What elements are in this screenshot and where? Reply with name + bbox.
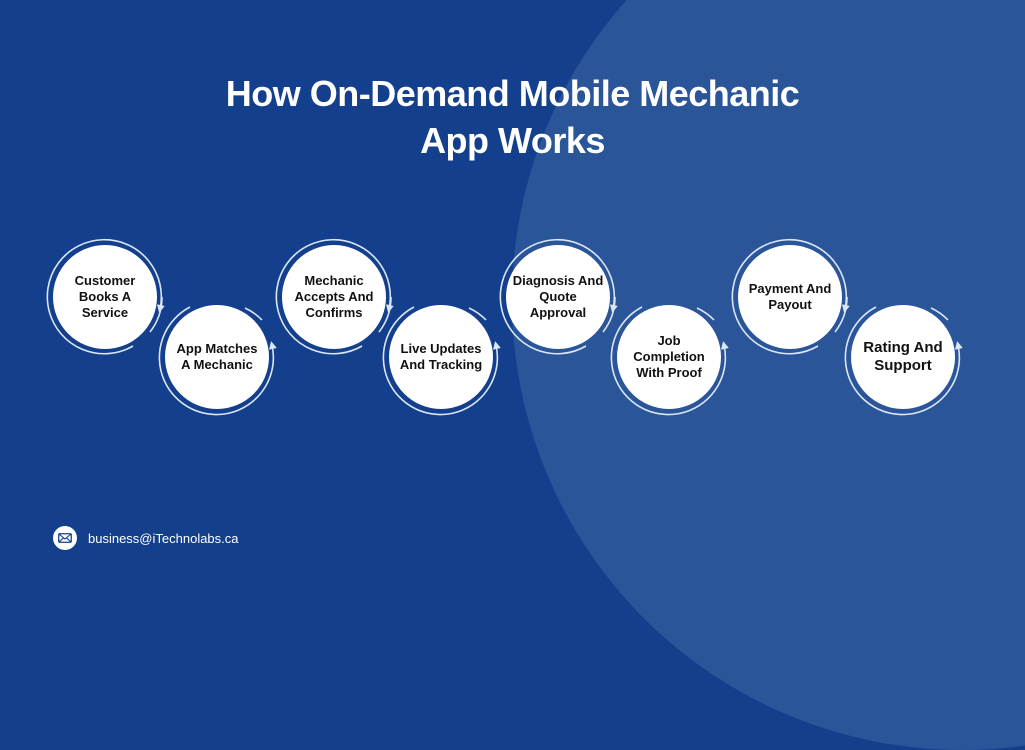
title-line-1: How On-Demand Mobile Mechanic: [225, 73, 800, 114]
ring-arrow-8: [844, 306, 963, 416]
ring-arrow-1: [46, 238, 165, 355]
step-label: Job Completion With Proof: [633, 333, 705, 380]
step-label: Diagnosis And Quote Approval: [512, 273, 604, 320]
contact-footer: business@iTechnolabs.ca: [53, 526, 239, 550]
ring-arrow-3: [275, 238, 394, 355]
page-title: How On-Demand Mobile Mechanic App Works: [0, 70, 1025, 164]
ring-arrow-4: [382, 306, 501, 416]
step-5-diagnosis-quote: Diagnosis And Quote Approval: [506, 245, 610, 349]
step-label: App Matches A Mechanic: [176, 341, 258, 372]
ring-arrow-7: [731, 238, 850, 355]
ring-arrow-6: [610, 306, 729, 416]
step-3-mechanic-accepts: Mechanic Accepts And Confirms: [282, 245, 386, 349]
contact-email[interactable]: business@iTechnolabs.ca: [88, 530, 239, 546]
step-1-customer-books-service: Customer Books A Service: [53, 245, 157, 349]
ring-arrow-2: [158, 306, 277, 416]
step-label: Mechanic Accepts And Confirms: [294, 273, 374, 320]
step-2-app-matches-mechanic: App Matches A Mechanic: [165, 305, 269, 409]
flow-connectors: [46, 238, 963, 416]
step-label: Live Updates And Tracking: [399, 341, 483, 372]
step-4-live-updates: Live Updates And Tracking: [389, 305, 493, 409]
title-line-2: App Works: [420, 120, 605, 161]
step-8-rating-support: Rating And Support: [851, 305, 955, 409]
step-6-job-completion: Job Completion With Proof: [617, 305, 721, 409]
step-label: Payment And Payout: [748, 281, 832, 312]
step-label: Customer Books A Service: [74, 273, 136, 320]
mail-icon: [53, 526, 77, 550]
ring-arrow-5: [499, 238, 618, 355]
step-7-payment-payout: Payment And Payout: [738, 245, 842, 349]
step-label: Rating And Support: [863, 339, 943, 374]
